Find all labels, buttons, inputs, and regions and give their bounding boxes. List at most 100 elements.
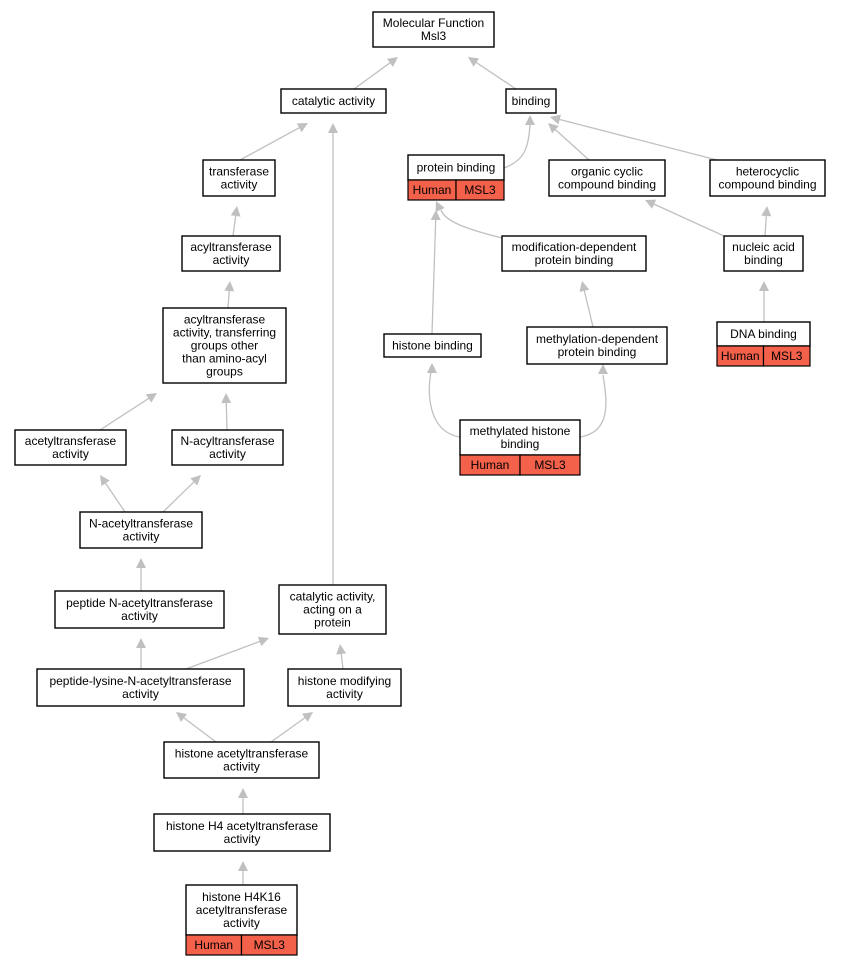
annotation-gene-cell: [519, 454, 581, 476]
term-label-line: activity: [223, 916, 260, 930]
term-label-line: nucleic acid: [732, 240, 795, 254]
edge-heterocyclic-to-binding: [550, 114, 718, 161]
term-label-line: groups other: [191, 339, 258, 353]
annotation-species-label: Human: [194, 938, 233, 952]
term-box: [287, 668, 402, 707]
edge-nacetyl-to-nacyl: [162, 475, 201, 513]
edge-histonebinding-to-proteinbinding-line: [431, 218, 437, 335]
edge-binding-to-root-arrowhead: [468, 57, 480, 67]
edge-peptiden-to-nacetyl-arrowhead: [136, 558, 146, 568]
annotation-gene-label: MSL3: [464, 183, 496, 197]
edge-methyldependent-to-moddependent: [579, 281, 594, 328]
edge-histoneacetyl-to-histonemodifying-line: [270, 716, 307, 743]
edge-peptidelysine-to-peptiden: [136, 638, 146, 669]
term-label-line: Molecular Function: [383, 16, 484, 30]
edge-organiccyclic-to-binding-line: [554, 128, 590, 161]
edge-h4k16-to-h4: [238, 861, 248, 885]
edge-methylatedhistone-to-histonebinding-line: [428, 366, 461, 438]
annotation-gene-cell: [455, 179, 505, 201]
edge-acylother-to-acyltransferase: [224, 281, 235, 309]
edge-nucleicacid-to-heterocyclic-arrowhead: [761, 206, 772, 217]
edge-binding-to-root: [468, 57, 517, 90]
term-label-line: methylated histone: [470, 424, 571, 438]
term-box: [163, 741, 320, 779]
term-label-line: histone binding: [392, 339, 473, 353]
edge-organiccyclic-to-binding: [548, 123, 590, 161]
edge-nacetyl-to-nacyl-arrowhead: [190, 475, 201, 486]
edge-acyltransferase-to-transferase: [230, 206, 241, 237]
annotation-gene-cell: [240, 934, 298, 956]
term-label-line: Msl3: [421, 29, 447, 43]
term-box: [716, 321, 811, 347]
edge-methylatedhistone-to-methyldependent-arrowhead: [598, 364, 608, 374]
go-term-histone-binding[interactable]: histone binding: [383, 333, 482, 358]
term-box: [526, 326, 668, 365]
term-label-line: histone H4 acetyltransferase: [166, 819, 318, 833]
term-label-line: activity: [223, 760, 260, 774]
term-label-line: DNA binding: [730, 327, 797, 341]
term-box: [501, 235, 647, 272]
annotation-species-label: Human: [721, 349, 760, 363]
term-label-line: organic cyclic: [571, 165, 643, 179]
term-box: [278, 584, 387, 635]
term-label-line: histone H4K16: [202, 890, 281, 904]
term-label-line: binding: [744, 253, 783, 267]
term-box: [459, 419, 581, 456]
edge-nucleicacid-to-organiccyclic-line: [652, 203, 725, 237]
annotation-gene-label: MSL3: [771, 349, 803, 363]
edge-catalytic-to-root-arrowhead: [386, 57, 398, 67]
term-box: [383, 333, 482, 358]
edge-catalytic-to-root: [353, 57, 398, 90]
term-label-line: acetyltransferase: [196, 903, 288, 917]
edge-h4k16-to-h4-arrowhead: [238, 861, 248, 871]
go-term-catalytic[interactable]: catalytic activity: [280, 88, 387, 114]
term-box: [505, 88, 557, 114]
edge-methyldependent-to-moddependent-line: [583, 289, 594, 328]
term-label-line: catalytic activity,: [290, 590, 376, 604]
edge-nucleicacid-to-organiccyclic: [645, 199, 725, 237]
term-label-line: compound binding: [558, 178, 656, 192]
edge-proteinbinding-to-binding-line: [503, 122, 531, 169]
edge-histonemodifying-to-catalyticprotein: [336, 644, 347, 670]
term-label-line: transferase: [209, 165, 269, 179]
go-term-peptide-lysine[interactable]: peptide-lysine-N-acetyltransferaseactivi…: [36, 668, 245, 707]
edge-nacetyl-to-acetyltransferase: [100, 475, 126, 513]
edge-acetyltransferase-to-acylother-line: [99, 397, 150, 431]
edge-histonemodifying-to-catalyticprotein-arrowhead: [336, 644, 347, 655]
edge-heterocyclic-to-binding-arrowhead: [550, 114, 561, 125]
edge-methylatedhistone-to-methyldependent-line: [579, 374, 607, 438]
term-box: [14, 429, 127, 466]
term-label-line: compound binding: [718, 178, 816, 192]
term-box: [709, 159, 826, 197]
term-label-line: than amino-acyl: [182, 352, 267, 366]
go-term-binding[interactable]: binding: [505, 88, 557, 114]
go-term-h4k16-acetyl[interactable]: histone H4K16acetyltransferaseactivityHu…: [185, 884, 298, 956]
edge-h4-to-histoneacetyl-arrowhead: [238, 788, 248, 798]
term-label-line: activity: [122, 687, 159, 701]
edge-methyldependent-to-moddependent-arrowhead: [579, 281, 590, 292]
edge-acyltransferase-to-transferase-line: [232, 214, 237, 237]
annotation-gene-label: MSL3: [534, 458, 566, 472]
term-box: [372, 11, 495, 48]
edge-peptidelysine-to-catalyticprotein: [185, 636, 269, 670]
